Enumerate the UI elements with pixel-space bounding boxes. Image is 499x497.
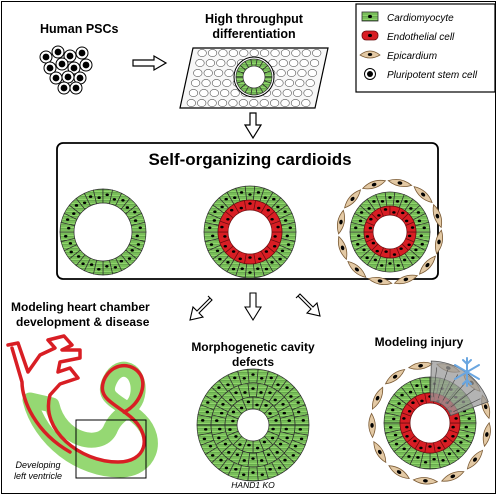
plate-cardioid [233,56,275,98]
snowflake-icon [454,357,480,387]
epicardial-cell [337,209,345,235]
epicardial-cell [407,361,434,370]
stem-cell [57,81,71,95]
modeling-chamber-label-1: Modeling heart chamber [11,300,150,314]
developing-label: Developing [15,460,60,470]
epicardial-cell [413,186,433,204]
stem-cell [61,70,75,84]
cardio-segment [247,466,259,482]
stem-cell [75,46,89,60]
epicardial-cell [441,471,465,482]
stem-cell [49,71,63,85]
epicardial-cell [418,255,436,275]
heart-chamber-illustration [6,334,158,479]
cardio-segment [267,413,282,426]
epicardial-cell [372,386,384,410]
pluripotent-stem-cell-cluster [39,45,93,95]
pluripotent-stem-cell-icon [364,68,376,80]
hand1-ko-label: HAND1 KO [231,480,275,490]
legend-label-epicardium: Epicardium [387,51,437,62]
stem-cell [51,45,65,59]
endothelial-cell-icon [361,30,379,41]
cardio-segment [247,368,259,384]
epicardium-icon [359,50,381,59]
stem-cell [63,49,77,63]
stem-cell [79,58,93,72]
human-pscs-label: Human PSCs [40,22,119,36]
epicardial-cell [435,229,443,255]
epicardial-cell [393,274,419,285]
cardioid-with-epicardium [337,179,443,285]
stem-cell [55,57,69,71]
cardiomyocyte-icon [361,11,379,22]
box-title: Self-organizing cardioids [148,150,351,169]
morphogenetic-label-1: Morphogenetic cavity [191,340,315,354]
high-throughput-label: High throughput [205,12,304,26]
epicardial-cell [361,179,387,190]
stem-cell [67,61,81,75]
zoom-box [75,419,147,479]
epicardial-cell [344,189,362,209]
cardioid-cavity-defect [196,368,310,482]
epicardial-cell [432,203,443,229]
epicardial-cell [466,449,484,470]
well-plate [179,47,329,109]
arrow-down-left-icon [189,295,213,321]
cardioid-injury [368,360,491,485]
epicardial-cell [368,412,376,439]
arrow-down-icon [243,112,263,140]
epicardial-cell [347,260,367,278]
modeling-chamber-label-2: development & disease [16,315,150,329]
epicardial-cell [384,368,406,385]
legend: Cardiomyocyte Endothelial cell Epicardiu… [355,3,496,93]
epicardial-cell [412,477,439,485]
epicardial-cell [373,440,387,464]
legend-label-cardiomyocyte: Cardiomyocyte [387,13,454,24]
epicardial-cell [367,277,393,285]
modeling-injury-label: Modeling injury [375,335,464,349]
cardioid-with-endothelium [203,185,297,279]
legend-label-endothelial: Endothelial cell [387,32,455,43]
epicardial-cell [482,421,491,448]
cardio-segment [130,222,147,233]
cryo-injury-region [430,360,489,416]
epicardial-cell [388,465,410,479]
epicardial-cell [387,179,413,187]
stem-cell [39,50,53,64]
arrow-right-icon [132,54,168,72]
left-ventricle-label: left ventricle [14,471,62,481]
differentiation-label: differentiation [212,27,295,41]
cardioid-cardiomyocyte-only [59,188,147,276]
stem-cell [43,61,57,75]
legend-label-pluripotent: Pluripotent stem cell [387,70,478,81]
epicardial-cell [337,235,348,261]
cardio-segment [263,70,273,78]
arrow-down-center-icon [244,292,262,322]
stem-cell [69,81,83,95]
morphogenetic-label-2: defects [232,355,274,369]
endothelial-segment [270,220,283,233]
arrow-down-right-icon [295,293,321,317]
endothelial-segment [405,221,417,233]
